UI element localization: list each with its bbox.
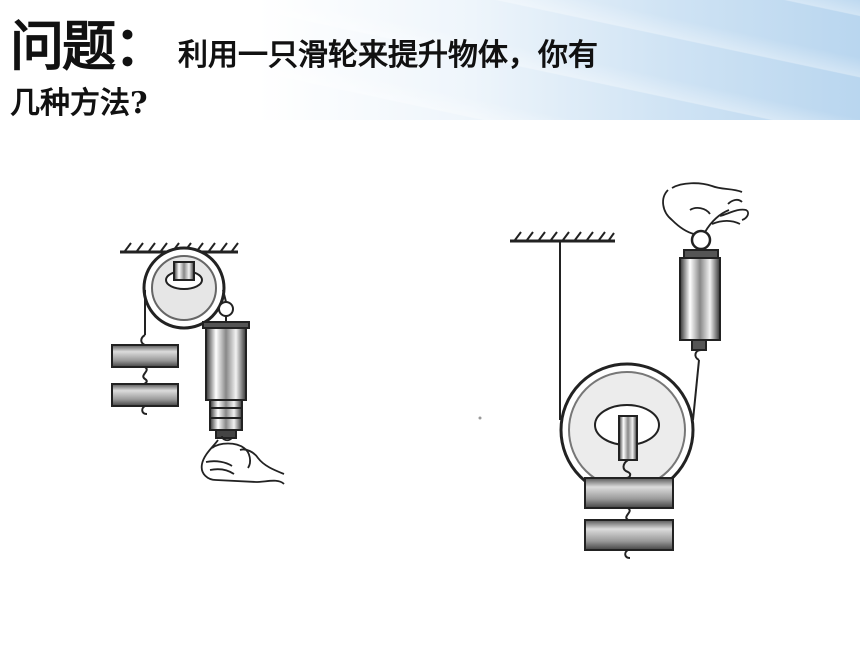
movable-pulley-setup <box>510 182 749 559</box>
ring <box>218 301 234 317</box>
fixed-pulley-setup <box>111 242 285 485</box>
hook-1 <box>140 334 146 346</box>
scale-hook <box>694 349 702 361</box>
title-line-1: 问题： 利用一只滑轮来提升物体，你有 <box>10 2 598 78</box>
weight-block-2 <box>111 383 179 407</box>
header-band <box>0 0 860 120</box>
question-text-2: 几种方法? <box>10 86 148 121</box>
fixed-pulley-wheel <box>142 246 226 330</box>
rope-right <box>222 289 227 303</box>
spring-scale-left <box>202 321 250 439</box>
weight-block-1 <box>111 344 179 368</box>
movable-pulley-wheel <box>559 362 695 498</box>
question-text-1: 利用一只滑轮来提升物体，你有 <box>178 38 598 73</box>
weight-block-4 <box>584 519 674 551</box>
rope-to-scale <box>692 359 700 421</box>
stray-dot <box>478 416 482 420</box>
hand-pulling-up <box>662 182 749 235</box>
ceiling-right <box>510 231 615 243</box>
weight-block-3 <box>584 477 674 509</box>
hook-3 <box>141 405 148 415</box>
hook-2 <box>142 366 148 386</box>
hand-pulling-down <box>200 435 285 485</box>
hook-6 <box>624 549 631 559</box>
hook-5 <box>625 507 631 521</box>
spring-scale-right <box>679 229 721 351</box>
question-label: 问题： <box>10 15 168 78</box>
